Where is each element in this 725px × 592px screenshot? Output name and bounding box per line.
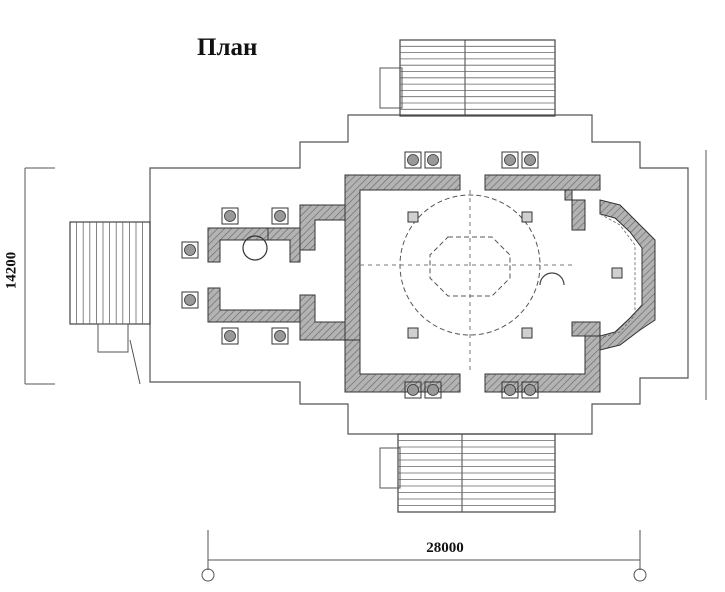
west-stairs bbox=[69, 221, 151, 385]
dome-outline bbox=[360, 190, 572, 374]
column bbox=[501, 381, 519, 399]
platform-outline bbox=[149, 114, 689, 435]
column bbox=[424, 381, 442, 399]
spiral-stair bbox=[242, 235, 268, 261]
column bbox=[221, 207, 239, 225]
depth-dimension-label: 14200 bbox=[3, 251, 20, 290]
dimension-lines bbox=[24, 150, 707, 582]
portico-columns bbox=[181, 151, 539, 399]
column bbox=[271, 207, 289, 225]
column bbox=[404, 151, 422, 169]
column bbox=[424, 151, 442, 169]
nave-walls bbox=[344, 174, 601, 393]
column bbox=[521, 381, 539, 399]
column bbox=[181, 291, 199, 309]
column bbox=[521, 151, 539, 169]
south-stairs bbox=[379, 433, 556, 513]
apse-inner bbox=[599, 213, 636, 339]
column bbox=[181, 241, 199, 259]
width-dimension-label: 28000 bbox=[426, 540, 464, 556]
column bbox=[404, 381, 422, 399]
narthex-walls bbox=[207, 204, 346, 341]
apse-walls bbox=[599, 199, 656, 351]
north-stairs bbox=[379, 39, 556, 117]
column bbox=[501, 151, 519, 169]
plan-title: План bbox=[197, 34, 258, 61]
column bbox=[271, 327, 289, 345]
niche bbox=[539, 272, 565, 286]
column bbox=[221, 327, 239, 345]
interior-pillars bbox=[407, 211, 623, 339]
